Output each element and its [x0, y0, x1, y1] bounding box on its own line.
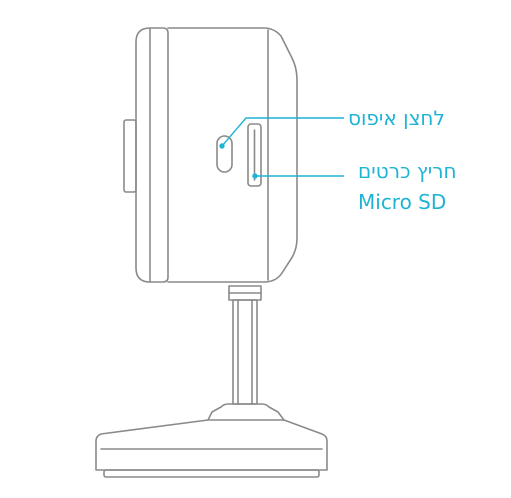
micro-sd-slot[interactable] — [247, 123, 262, 187]
stand-base — [95, 403, 328, 478]
camera-front-panel — [123, 27, 169, 283]
camera-body — [167, 27, 298, 283]
reset-button[interactable] — [216, 135, 233, 173]
reset-callout-line — [221, 117, 344, 147]
stand-neck — [228, 285, 262, 405]
sd-slot-label-line2: Micro SD — [358, 190, 447, 214]
callout-lines — [219, 117, 344, 179]
reset-button-label: לחצן איפוס — [348, 106, 445, 130]
sd-slot-label: חריץ כרטים — [358, 159, 457, 183]
